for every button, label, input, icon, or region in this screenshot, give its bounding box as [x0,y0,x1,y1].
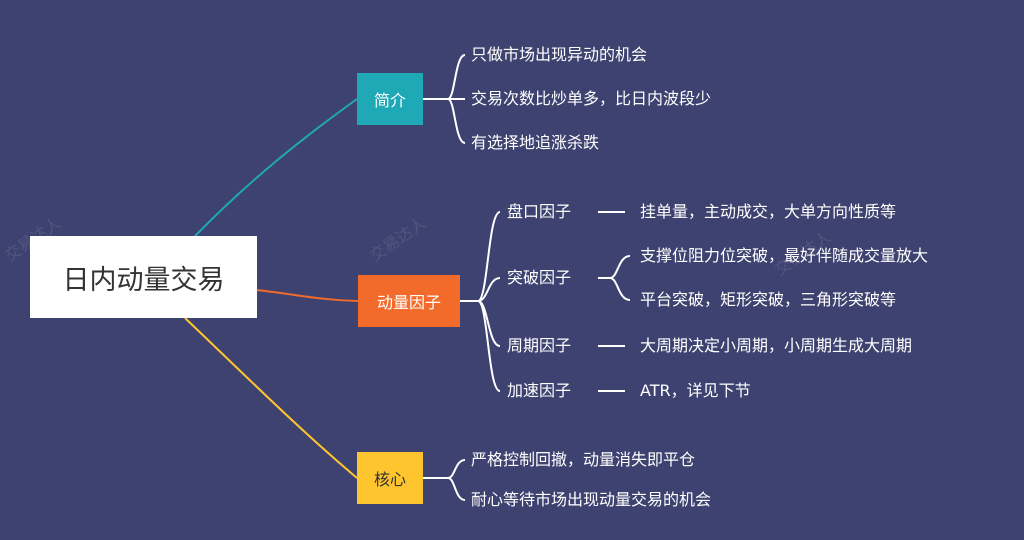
link-root-core [184,317,358,479]
factor-child[interactable]: 加速因子 [507,381,572,400]
factor-child[interactable]: 盘口因子 [507,202,572,221]
link-core-bracket [423,459,466,501]
factor-leaf: ATR，详见下节 [640,381,751,400]
link-factor-bracket [460,211,501,392]
branch-core[interactable]: 核心 [357,452,423,504]
factor-leaf: 挂单量，主动成交，大单方向性质等 [640,202,897,221]
link-dash-break [598,255,631,301]
core-item: 严格控制回撤，动量消失即平仓 [471,450,696,469]
factor-leaf: 支撑位阻力位突破，最好伴随成交量放大 [640,246,929,265]
factor-leaf: 大周期决定小周期，小周期生成大周期 [640,336,913,355]
link-root-intro [194,98,358,237]
link-root-factor [256,289,359,302]
intro-item: 有选择地追涨杀跌 [471,133,600,152]
core-item: 耐心等待市场出现动量交易的机会 [471,490,712,509]
intro-item: 只做市场出现异动的机会 [471,45,648,64]
factor-child[interactable]: 突破因子 [507,268,572,287]
branch-momentum-factor[interactable]: 动量因子 [358,275,460,327]
factor-leaf: 平台突破，矩形突破，三角形突破等 [640,290,897,309]
intro-item: 交易次数比炒单多，比日内波段少 [471,89,712,108]
link-intro-bracket [423,54,466,144]
branch-intro[interactable]: 简介 [357,73,423,125]
factor-child[interactable]: 周期因子 [507,336,572,355]
root-node[interactable]: 日内动量交易 [30,236,257,318]
